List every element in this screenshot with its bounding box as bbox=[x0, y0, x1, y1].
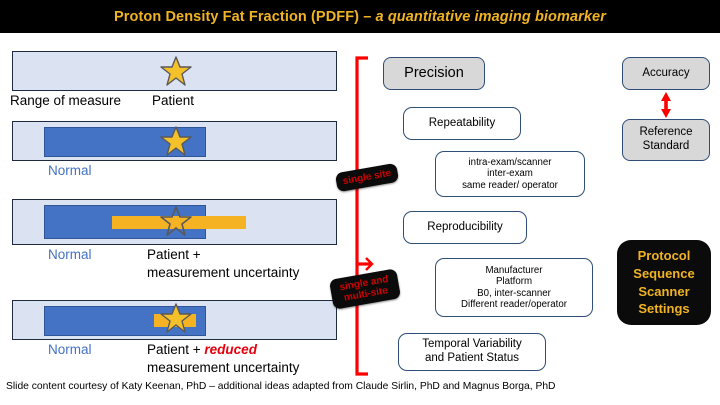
reference-standard-box[interactable]: Reference Standard bbox=[622, 119, 710, 161]
title-banner: Proton Density Fat Fraction (PDFF) – a q… bbox=[0, 0, 720, 33]
protocol-line-3: Scanner bbox=[638, 283, 690, 299]
uncertainty-bar-wide bbox=[112, 216, 246, 229]
reference-line-2: Standard bbox=[642, 140, 690, 152]
title-main: Proton Density Fat Fraction (PDFF) – bbox=[114, 8, 376, 25]
precision-label: Precision bbox=[404, 64, 464, 81]
temporal-variability-box[interactable]: Temporal Variability and Patient Status bbox=[398, 333, 546, 371]
repro-detail-4: Different reader/operator bbox=[461, 298, 567, 310]
precision-box[interactable]: Precision bbox=[383, 57, 485, 90]
tag-single-site-label: single site bbox=[341, 167, 392, 187]
label-patient: Patient bbox=[152, 93, 195, 108]
protocol-line-2: Sequence bbox=[633, 265, 695, 281]
reproducibility-box[interactable]: Reproducibility bbox=[403, 211, 527, 244]
repeatability-label: Repeatability bbox=[428, 116, 496, 129]
label-reduced: reduced bbox=[204, 342, 257, 357]
protocol-line-4: Settings bbox=[638, 301, 690, 317]
label-normal-2: Normal bbox=[48, 163, 92, 178]
label-patient-plus-reduced: Patient + reduced bbox=[147, 342, 257, 357]
label-measurement-uncertainty-4: measurement uncertainty bbox=[147, 360, 300, 375]
repro-detail-2: Platform bbox=[495, 276, 533, 288]
repeat-detail-2: inter-exam bbox=[487, 168, 533, 180]
reproducibility-label: Reproducibility bbox=[427, 220, 503, 233]
title-emphasis: a quantitative imaging biomarker bbox=[375, 8, 606, 25]
temporal-line-1: Temporal Variability bbox=[422, 338, 522, 351]
repeat-detail-1: intra-exam/scanner bbox=[468, 156, 552, 168]
accuracy-box[interactable]: Accuracy bbox=[622, 57, 710, 90]
label-patient-plus-prefix: Patient + bbox=[147, 342, 205, 357]
repro-detail-3: B0, inter-scanner bbox=[477, 287, 551, 299]
reproducibility-details-box[interactable]: Manufacturer Platform B0, inter-scanner … bbox=[435, 258, 593, 317]
star-icon-patient-3 bbox=[160, 206, 192, 237]
repeatability-details-box[interactable]: intra-exam/scanner inter-exam same reade… bbox=[435, 151, 585, 197]
star-icon-patient-1 bbox=[160, 56, 192, 86]
star-icon-patient-4 bbox=[160, 303, 192, 333]
reference-line-1: Reference bbox=[639, 126, 693, 139]
protocol-line-1: Protocol bbox=[637, 248, 691, 264]
temporal-line-2: and Patient Status bbox=[425, 352, 519, 364]
label-range-of-measure: Range of measure bbox=[10, 93, 122, 108]
tag-single-and-multi-site: single and multi-site bbox=[328, 268, 402, 310]
repro-detail-1: Manufacturer bbox=[485, 264, 543, 276]
tag-single-site: single site bbox=[334, 162, 400, 193]
protocol-settings-box[interactable]: Protocol Sequence Scanner Settings bbox=[617, 240, 711, 325]
page-title: Proton Density Fat Fraction (PDFF) – a q… bbox=[114, 9, 606, 25]
label-patient-plus: Patient + bbox=[147, 247, 201, 262]
repeatability-box[interactable]: Repeatability bbox=[403, 107, 521, 140]
accuracy-label: Accuracy bbox=[642, 66, 690, 79]
bar-uncertainty bbox=[12, 199, 337, 245]
label-normal-3: Normal bbox=[48, 247, 92, 262]
repeat-detail-3: same reader/ operator bbox=[462, 179, 558, 191]
label-measurement-uncertainty-3: measurement uncertainty bbox=[147, 265, 300, 280]
star-icon-patient-2 bbox=[160, 126, 192, 156]
footer-credit: Slide content courtesy of Katy Keenan, P… bbox=[6, 381, 556, 392]
label-normal-4: Normal bbox=[48, 342, 92, 357]
